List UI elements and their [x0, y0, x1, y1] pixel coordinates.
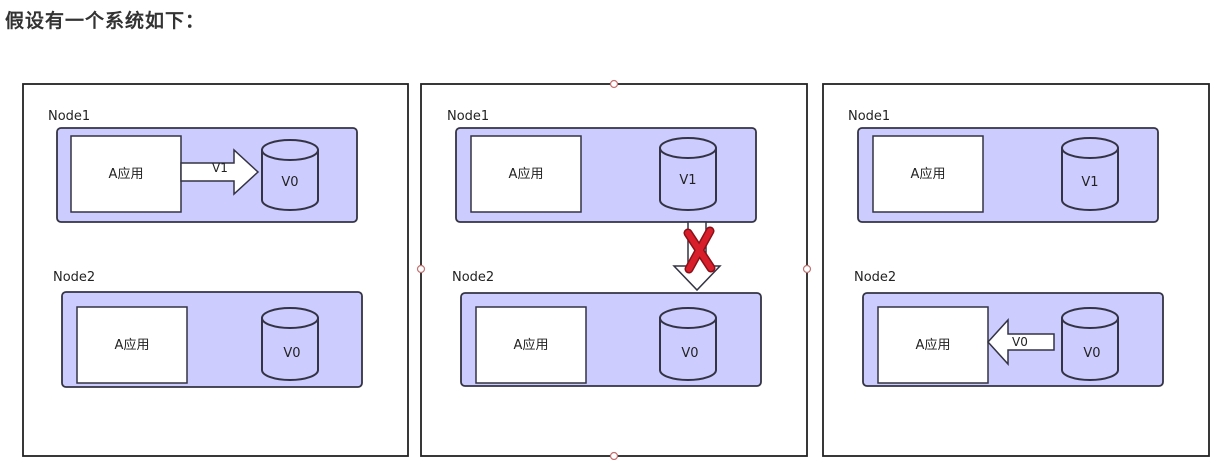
app-label: A应用: [115, 337, 150, 353]
selection-handle-icon[interactable]: [802, 264, 812, 274]
panel-1: Node1 A应用 V1 V0 Node2 A应用 V0: [22, 83, 409, 457]
db-label: V0: [1083, 346, 1100, 361]
app-label: A应用: [911, 166, 946, 182]
database-icon: [659, 137, 717, 211]
panel-3: Node1 A应用 V1 Node2 A应用 V0 V0: [822, 83, 1210, 457]
app-box: [877, 306, 989, 384]
app-box: [76, 306, 188, 384]
right-arrow-icon: [180, 148, 260, 196]
arrow-label: V1: [212, 161, 228, 175]
db-label: V1: [1081, 175, 1098, 190]
node1-label: Node1: [447, 109, 489, 124]
db-label: V0: [681, 346, 698, 361]
selection-handle-icon[interactable]: [609, 451, 619, 460]
database-icon: [1061, 137, 1119, 211]
left-arrow-icon: [986, 318, 1055, 366]
node1-label: Node1: [848, 109, 890, 124]
panel-2: Node1 A应用 V1 Node2 A应用 V0: [416, 79, 812, 460]
app-box: [470, 135, 582, 213]
app-label: A应用: [109, 166, 144, 182]
app-label: A应用: [916, 337, 951, 353]
arrow-label: V0: [1012, 335, 1028, 349]
node1-label: Node1: [48, 109, 90, 124]
db-label: V1: [679, 173, 696, 188]
database-icon: [261, 139, 319, 211]
database-icon: [659, 307, 717, 381]
database-icon: [1061, 307, 1119, 381]
database-icon: [261, 307, 319, 381]
page-heading: 假设有一个系统如下：: [5, 10, 206, 32]
selection-handle-icon[interactable]: [416, 264, 426, 274]
app-box: [872, 135, 984, 213]
node2-label: Node2: [452, 270, 494, 285]
selection-handle-icon[interactable]: [609, 79, 619, 89]
node2-label: Node2: [854, 270, 896, 285]
db-label: V0: [283, 346, 300, 361]
app-label: A应用: [509, 166, 544, 182]
node2-label: Node2: [53, 270, 95, 285]
app-label: A应用: [514, 337, 549, 353]
db-label: V0: [281, 175, 298, 190]
x-mark-icon: [683, 226, 716, 274]
app-box: [475, 306, 587, 384]
